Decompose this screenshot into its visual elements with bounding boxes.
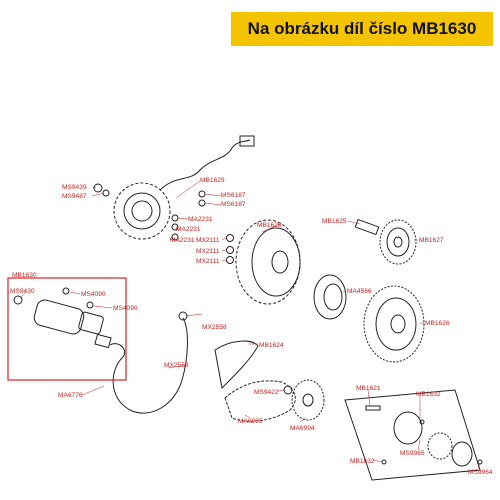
label-mb1632-a[interactable]: MB1632 <box>416 391 441 398</box>
label-mx2111-a[interactable]: MX2111 <box>196 237 220 244</box>
label-mb1628[interactable]: MB1628 <box>257 222 282 229</box>
label-ms9487[interactable]: MS9487 <box>62 193 87 200</box>
chain-guide[interactable] <box>214 340 259 390</box>
starter-clutch[interactable] <box>313 274 347 320</box>
label-mx2111-b[interactable]: MX2111 <box>196 248 220 255</box>
stator-wire-harness <box>159 139 251 191</box>
wire-connector <box>239 135 255 147</box>
idle-gear-shaft[interactable] <box>354 218 380 236</box>
label-mb1621[interactable]: MB1621 <box>356 385 381 392</box>
label-ma2231-c[interactable]: MA2231 <box>170 237 195 244</box>
label-ma2231-b[interactable]: MA2231 <box>176 226 201 233</box>
label-ms4090-a[interactable]: MS4090 <box>81 291 106 298</box>
label-mb1625[interactable]: MB1625 <box>322 218 347 225</box>
label-ma6995[interactable]: MA6995 <box>238 418 263 425</box>
label-mb1626[interactable]: MB1626 <box>425 320 450 327</box>
stator-coil[interactable] <box>113 182 171 240</box>
cam-chain[interactable] <box>224 380 296 422</box>
label-mx2558-a[interactable]: MX2558 <box>202 324 227 331</box>
cam-sprocket[interactable] <box>291 379 325 421</box>
label-ms6187-b[interactable]: MS6187 <box>221 201 246 208</box>
label-mx2111-c[interactable]: MX2111 <box>196 258 220 265</box>
label-mb1632-b[interactable]: MB1632 <box>350 458 375 465</box>
label-ma6776[interactable]: MA6776 <box>58 392 83 399</box>
label-ma2231-a[interactable]: MA2231 <box>188 216 213 223</box>
idle-gear[interactable] <box>379 219 417 265</box>
label-ms9965[interactable]: MS9965 <box>400 450 425 457</box>
leader-lines <box>19 180 481 469</box>
sprocket-washer <box>283 385 293 395</box>
highlight-box <box>7 277 127 381</box>
label-ms9964[interactable]: MS9964 <box>468 469 493 476</box>
starter-motor[interactable] <box>13 287 112 349</box>
label-ms9430[interactable]: MS9430 <box>10 288 35 295</box>
label-ms6187-a[interactable]: MS6187 <box>221 192 246 199</box>
label-mb1627[interactable]: MB1627 <box>419 237 444 244</box>
starter-clutch-assembly[interactable] <box>365 405 483 467</box>
label-mb1624[interactable]: MB1624 <box>259 342 284 349</box>
clutch-assembly-box <box>344 389 481 481</box>
label-ms9422[interactable]: MS9422 <box>254 389 279 396</box>
starter-cable <box>109 317 188 414</box>
banner-title: Na obrázku díl číslo MB1630 <box>247 19 477 38</box>
label-ma4566[interactable]: MA4566 <box>347 288 372 295</box>
label-mb1629[interactable]: MB1629 <box>200 177 225 184</box>
label-ms9439[interactable]: MS9439 <box>62 184 87 191</box>
label-ma6994[interactable]: MA6994 <box>290 425 315 432</box>
label-mx2558-b[interactable]: MX2558 <box>164 362 189 369</box>
flywheel-rotor[interactable] <box>235 219 301 305</box>
starter-driven-gear[interactable] <box>363 285 425 363</box>
part-number-banner: Na obrázku díl číslo MB1630 <box>231 12 493 46</box>
label-mb1630[interactable]: MB1630 <box>12 272 37 279</box>
label-ms4090-b[interactable]: MS4090 <box>113 305 138 312</box>
